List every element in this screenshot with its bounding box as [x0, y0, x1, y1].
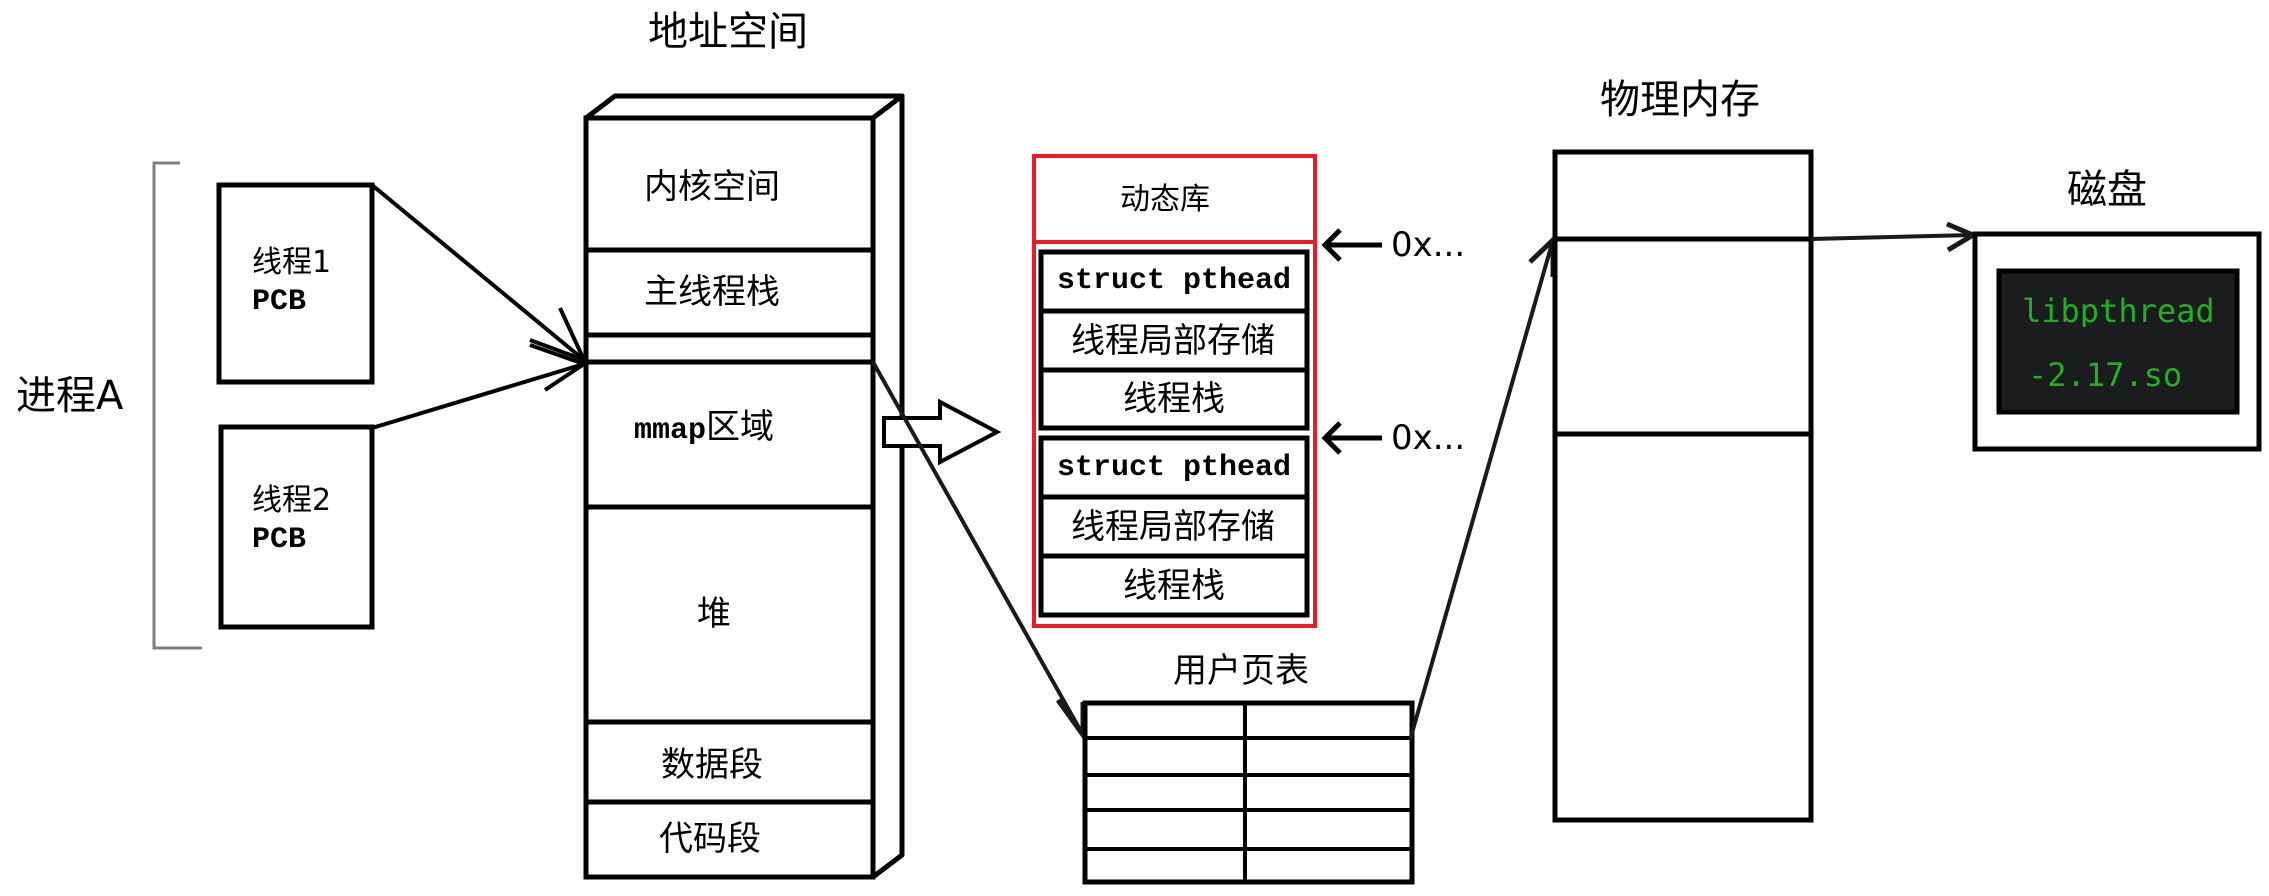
page-table-cell[interactable]	[1248, 813, 1409, 843]
segment-heap-label: 堆	[697, 594, 731, 634]
thread-block-2-tls[interactable]: 线程局部存储	[1071, 507, 1275, 547]
page-table-cell[interactable]	[1248, 849, 1409, 879]
process-label: 进程A	[16, 373, 124, 419]
address-space-box	[583, 93, 905, 880]
thread-block-1-stack[interactable]: 线程栈	[1123, 379, 1225, 419]
physical-memory-title: 物理内存	[1600, 77, 1760, 123]
address-pointer-arrow-2	[1321, 421, 1382, 455]
segment-data-label: 数据段	[661, 745, 763, 785]
thread-block-2-struct: struct pthead	[1056, 453, 1292, 483]
disk-file-name-line1: libpthread	[2022, 295, 2215, 327]
dynamic-library-title: 动态库	[1120, 182, 1210, 217]
thread-block-1	[1038, 249, 1310, 431]
address-pointer-1-label: 0x...	[1391, 225, 1466, 265]
pcb2-to-address-space-arrow	[371, 343, 589, 430]
page-table-title: 用户页表	[1173, 651, 1309, 691]
mmap-expand-arrow-icon	[882, 398, 1002, 466]
address-pointer-arrow-1	[1321, 228, 1382, 262]
thread-block-2-stack[interactable]: 线程栈	[1123, 566, 1225, 606]
segment-mmap-label: mmap区域	[634, 410, 774, 446]
thread1-pcb-label: PCB	[252, 285, 307, 319]
page-table-cell[interactable]	[1088, 778, 1242, 808]
disk-title: 磁盘	[2067, 167, 2147, 213]
thread-block-1-tls[interactable]: 线程局部存储	[1071, 321, 1275, 361]
physical-page-frame-3[interactable]	[1558, 437, 1808, 817]
disk-file-name-line2: -2.17.so	[2028, 356, 2183, 394]
segment-mmap-prefix: mmap	[634, 414, 707, 448]
physical-memory-box	[1552, 149, 1814, 823]
page-table-cell[interactable]	[1088, 706, 1242, 736]
segment-main-thread-stack-label: 主线程栈	[644, 272, 780, 312]
pcb1-to-address-space-arrow	[370, 183, 588, 364]
page-table-cell[interactable]	[1088, 813, 1242, 843]
physical-page-frame-1[interactable]	[1558, 155, 1808, 237]
address-pointer-2-label: 0x...	[1391, 418, 1466, 458]
disk-file-screen[interactable]	[1996, 268, 2240, 415]
thread1-pcb-box[interactable]	[216, 182, 375, 385]
page-table-cell[interactable]	[1248, 742, 1409, 772]
page-table-cell[interactable]	[1248, 706, 1409, 736]
process-bracket	[152, 161, 202, 650]
page-table-to-physical-memory-arrow	[1408, 234, 1556, 741]
physical-memory-to-disk-arrow	[1810, 221, 1979, 253]
thread-block-1-struct: struct pthead	[1056, 266, 1292, 296]
page-table-cell[interactable]	[1248, 778, 1409, 808]
page-table-cell[interactable]	[1088, 742, 1242, 772]
thread1-name: 线程1	[252, 245, 332, 280]
segment-kernel-space-label: 内核空间	[644, 167, 780, 207]
thread2-name: 线程2	[252, 483, 332, 518]
segment-code-label: 代码段	[659, 819, 761, 859]
physical-page-frame-2[interactable]	[1558, 242, 1808, 432]
segment-mmap-suffix: 区域	[706, 407, 775, 447]
address-space-title: 地址空间	[648, 9, 808, 55]
page-table-grid	[1082, 700, 1415, 885]
page-table-cell[interactable]	[1088, 849, 1242, 879]
thread2-pcb-label: PCB	[252, 523, 307, 557]
thread-block-2	[1038, 435, 1310, 618]
thread2-pcb-box[interactable]	[218, 424, 375, 630]
segment-gap[interactable]	[589, 338, 870, 360]
